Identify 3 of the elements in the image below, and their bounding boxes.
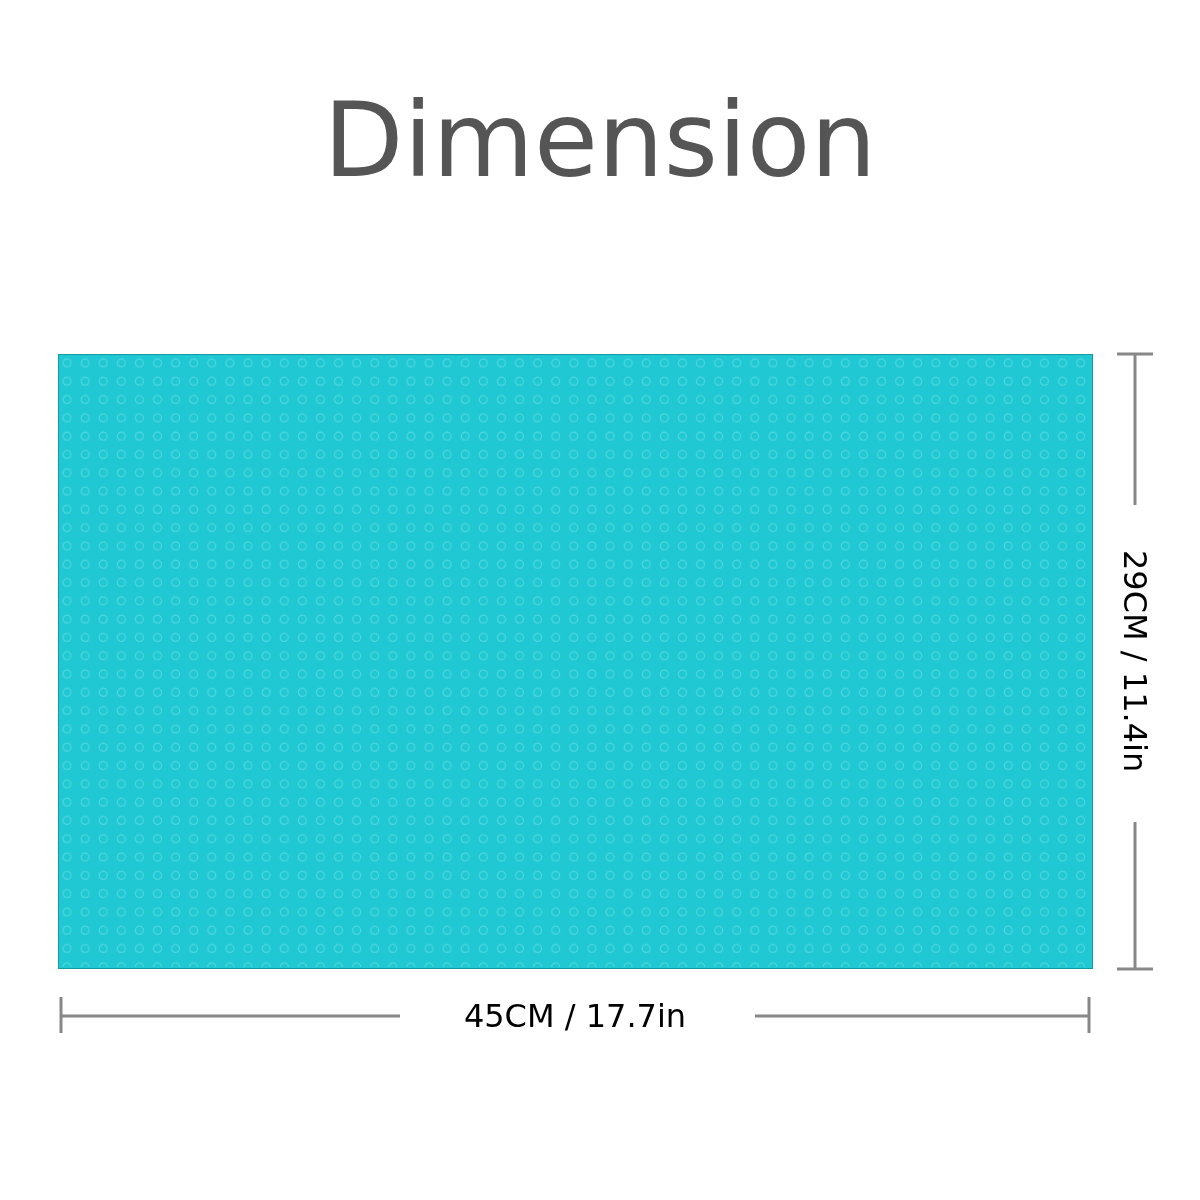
dimension-label: 45CM / 17.7in: [463, 1000, 687, 1032]
dimension-label: 29CM / 11.4in: [1119, 550, 1151, 773]
title: Dimension: [323, 88, 877, 192]
